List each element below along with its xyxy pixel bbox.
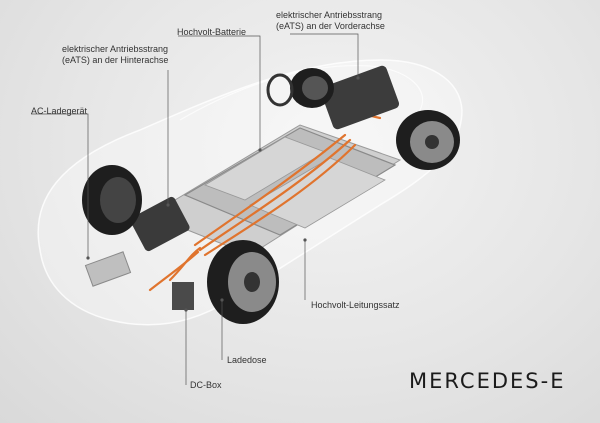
wheel-front-left	[290, 68, 334, 108]
steering-wheel	[266, 73, 294, 107]
label-rear-eats-line1: elektrischer Antriebsstrang	[62, 44, 169, 54]
label-dc-box-line1: DC-Box	[190, 380, 222, 390]
leader-lines	[31, 33, 359, 385]
car-roof-outline	[179, 64, 424, 121]
label-hv-harness-line1: Hochvolt-Leitungssatz	[311, 300, 400, 310]
wheel-front-right	[396, 110, 460, 170]
rear-drive-unit	[130, 196, 190, 252]
label-battery-line1: Hochvolt-Batterie	[177, 27, 247, 37]
label-rear-eats: elektrischer Antriebsstrang (eATS) an de…	[62, 44, 168, 66]
label-front-eats-line1: elektrischer Antriebsstrang	[276, 10, 383, 20]
label-charge-socket: Ladedose	[227, 355, 267, 366]
leader-dots	[86, 76, 360, 312]
label-rear-eats-line2: (eATS) an der Hinterachse	[62, 55, 169, 65]
battery-cell-front	[249, 157, 386, 229]
label-front-eats-line2: (eATS) an der Vorderachse	[276, 21, 385, 31]
label-ac-charger-line1: AC-Ladegerät	[31, 106, 88, 116]
label-dc-box: DC-Box	[190, 380, 222, 391]
label-charge-socket-line1: Ladedose	[227, 355, 267, 365]
front-drive-unit	[320, 65, 400, 130]
label-battery: Hochvolt-Batterie	[177, 27, 246, 38]
brand-wordmark: MERCEDES-E	[409, 369, 566, 393]
label-front-eats: elektrischer Antriebsstrang (eATS) an de…	[276, 10, 385, 32]
dc-box-unit	[172, 282, 194, 310]
wheel-rear-right	[207, 240, 279, 324]
wheel-rear-left	[82, 165, 142, 235]
label-ac-charger: AC-Ladegerät	[31, 106, 87, 117]
ac-charger-box	[84, 251, 132, 287]
label-hv-harness: Hochvolt-Leitungssatz	[311, 300, 400, 311]
